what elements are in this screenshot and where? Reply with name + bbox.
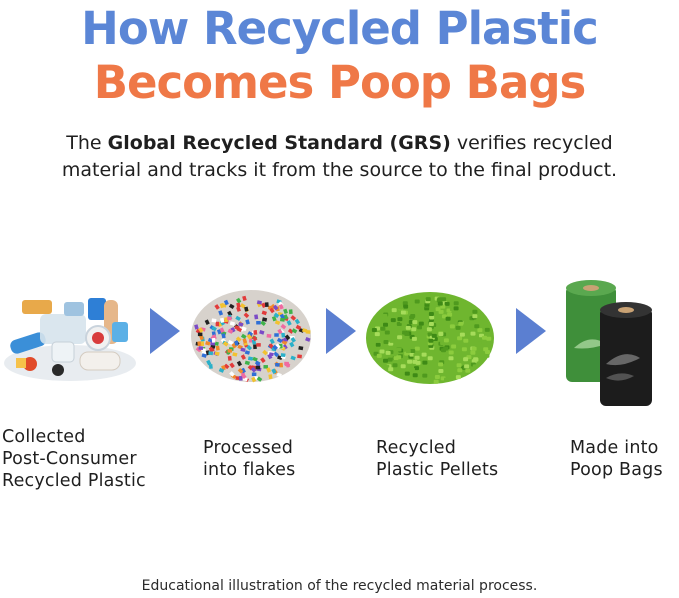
stage-label-line: Collected <box>2 427 86 447</box>
process-arrow-2 <box>326 308 356 354</box>
green-pellets-icon <box>366 292 494 384</box>
stage-label-line: Plastic Pellets <box>376 460 499 480</box>
poop-bag-rolls-icon <box>566 280 652 406</box>
process-arrow-1 <box>150 308 180 354</box>
intro-prefix: The <box>66 132 108 154</box>
intro-suffix: verifies recycled <box>450 132 613 154</box>
intro-bold: Global Recycled Standard (GRS) <box>107 132 451 154</box>
plastic-flakes-icon <box>191 290 311 383</box>
stage-label-line: Poop Bags <box>570 460 663 480</box>
title-line-1: How Recycled Plastic <box>81 2 599 55</box>
plastic-waste-pile-icon <box>4 298 136 381</box>
stage-label-line: Recycled <box>376 438 457 458</box>
stage-label-line: Recycled Plastic <box>2 471 146 491</box>
stage-label-line: Post-Consumer <box>2 449 137 469</box>
stage-label-line: Made into <box>570 438 659 458</box>
footer-note: Educational illustration of the recycled… <box>141 578 538 594</box>
intro-line-2: material and tracks it from the source t… <box>61 159 618 181</box>
stage-label-line: into flakes <box>203 460 296 480</box>
title-line-2: Becomes Poop Bags <box>93 56 587 109</box>
intro-text: The Global Recycled Standard (GRS) verif… <box>0 130 679 184</box>
process-arrow-3 <box>516 308 546 354</box>
stage-label-line: Processed <box>203 438 294 458</box>
